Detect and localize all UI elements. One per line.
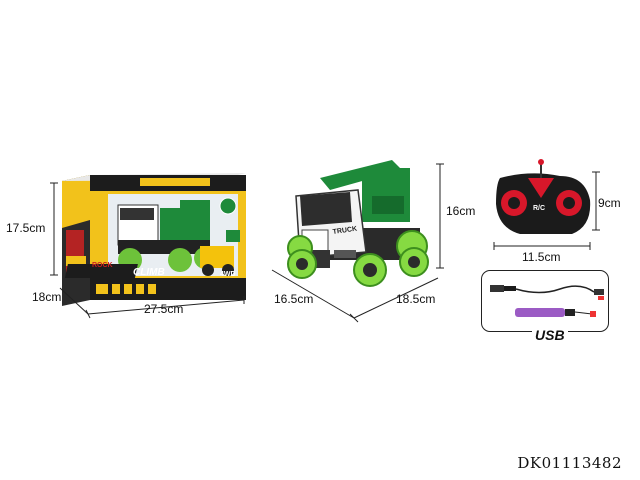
truck-length-label: 18.5cm [396, 292, 436, 306]
rc-truck [287, 160, 429, 287]
box-side-text: ROCK [92, 262, 113, 269]
remote-height-label: 9cm [598, 196, 621, 210]
truck-width-label: 16.5cm [274, 292, 314, 306]
usb-label: USB [532, 327, 568, 343]
box-width-label: 27.5cm [144, 302, 184, 316]
remote-width-label: 11.5cm [522, 250, 561, 264]
remote-control [496, 159, 591, 234]
truck-height-label: 16cm [446, 204, 476, 218]
truck-dimension-lines [271, 163, 444, 323]
package-box [62, 173, 246, 306]
sku-code: DK01113482 [517, 454, 622, 472]
box-height-label: 17.5cm [6, 221, 46, 235]
box-depth-label: 18cm [32, 290, 62, 304]
remote-dimension-lines [493, 171, 600, 250]
box-brand-text: CLIMB [133, 267, 165, 278]
box-4wd-text: 4WD [220, 271, 236, 278]
remote-badge-text: R/C [533, 205, 545, 212]
truck-door-text: TRUCK [332, 226, 357, 236]
usb-accessory-frame [481, 270, 609, 332]
box-dimension-lines [50, 182, 245, 319]
usb-cable [490, 285, 604, 300]
battery [515, 308, 596, 317]
